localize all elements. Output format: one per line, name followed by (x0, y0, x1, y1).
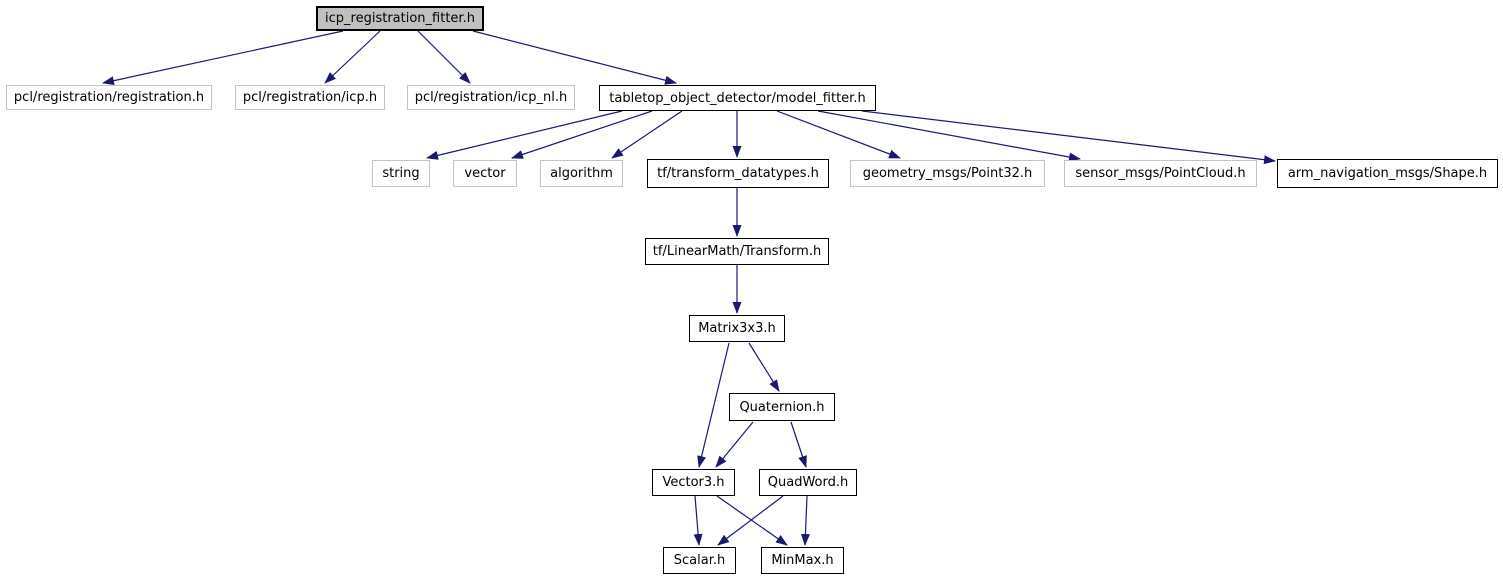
node-string: string (372, 160, 430, 187)
node-sensor-msgs-pointcloud: sensor_msgs/PointCloud.h (1064, 160, 1257, 187)
node-vector3[interactable]: Vector3.h (652, 469, 735, 496)
node-pcl-registration-registration: pcl/registration/registration.h (6, 85, 212, 110)
edge-quadword-to-scalar (717, 495, 784, 546)
node-quaternion[interactable]: Quaternion.h (729, 393, 835, 421)
node-vector: vector (453, 160, 517, 187)
node-arm-navigation-msgs-shape[interactable]: arm_navigation_msgs/Shape.h (1277, 159, 1498, 188)
edge-model-fitter-to-string (426, 110, 623, 160)
node-matrix3x3[interactable]: Matrix3x3.h (689, 315, 785, 342)
node-pcl-registration-icp-nl: pcl/registration/icp_nl.h (407, 85, 575, 110)
node-pcl-registration-icp: pcl/registration/icp.h (235, 85, 385, 110)
edge-model-fitter-to-pointcloud (817, 110, 1081, 162)
edge-root-to-registration (102, 30, 344, 86)
edge-model-fitter-to-algorithm (611, 110, 683, 159)
edge-root-to-icp-nl (417, 30, 471, 84)
edge-vector3-to-minmax (716, 495, 788, 546)
node-tf-transform-datatypes[interactable]: tf/transform_datatypes.h (647, 159, 829, 188)
node-algorithm: algorithm (540, 160, 623, 187)
node-geometry-msgs-point32: geometry_msgs/Point32.h (850, 160, 1045, 187)
edge-vector3-to-scalar (693, 495, 703, 546)
edge-matrix3x3-to-quaternion (748, 342, 780, 392)
edge-root-to-model-fitter (472, 30, 677, 85)
node-icp-registration-fitter: icp_registration_fitter.h (316, 6, 484, 31)
edge-quaternion-to-vector3 (715, 421, 754, 468)
edge-model-fitter-to-shape (861, 110, 1276, 165)
edge-matrix3x3-to-vector3 (697, 342, 730, 468)
edge-root-to-icp (324, 30, 381, 84)
edge-model-fitter-to-vector (511, 110, 653, 159)
node-quadword[interactable]: QuadWord.h (759, 469, 857, 496)
node-minmax[interactable]: MinMax.h (761, 547, 844, 574)
edge-quadword-to-minmax (800, 495, 810, 546)
edge-model-fitter-to-point32 (776, 110, 901, 159)
edge-quaternion-to-quadword (790, 421, 807, 468)
node-scalar[interactable]: Scalar.h (663, 547, 736, 574)
node-model-fitter[interactable]: tabletop_object_detector/model_fitter.h (599, 85, 876, 111)
node-tf-linearmath-transform[interactable]: tf/LinearMath/Transform.h (645, 238, 829, 265)
